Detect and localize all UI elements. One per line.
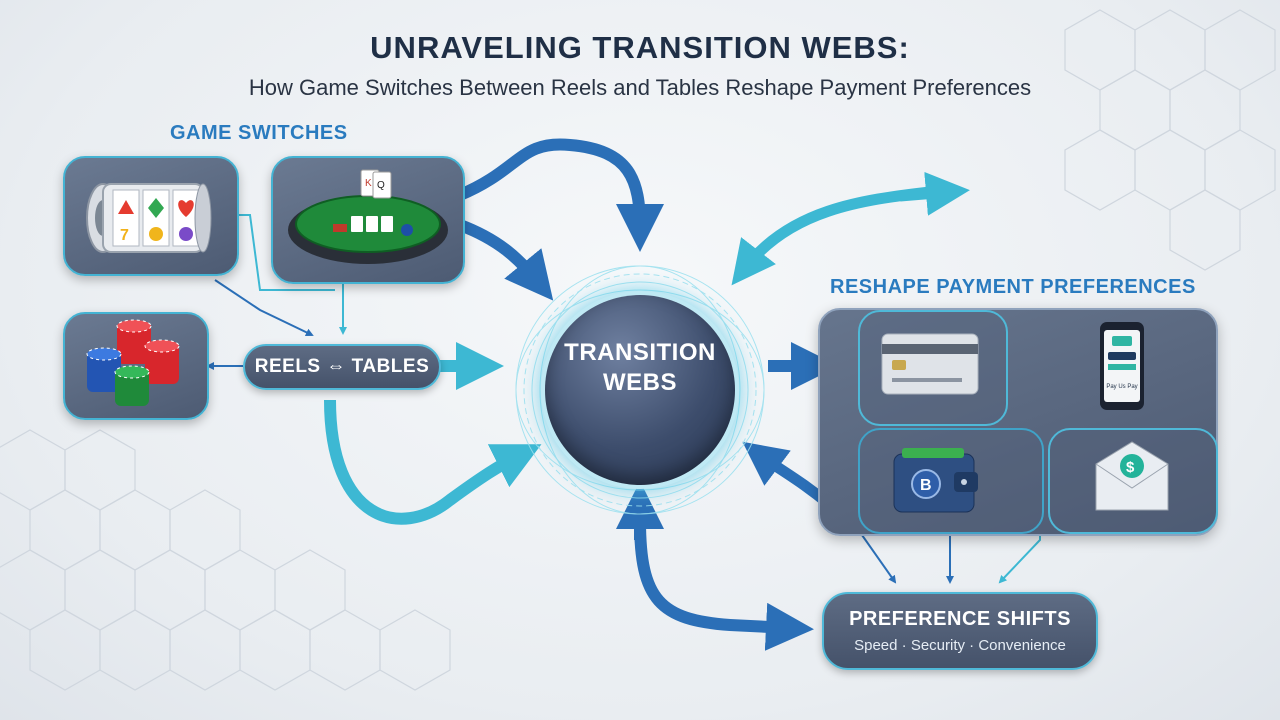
- envelope-payment-option: $: [1048, 428, 1218, 534]
- slot-machine-card: 7: [63, 156, 239, 276]
- page-title: UNRAVELING TRANSITION WEBS:: [370, 30, 910, 65]
- preference-shifts-subtitle: Speed · Security · Convenience: [854, 637, 1066, 654]
- transition-webs-label: TRANSITION WEBS: [545, 338, 735, 398]
- slot-machine-icon: 7: [86, 183, 212, 253]
- preference-shifts-node: PREFERENCE SHIFTS Speed · Security · Con…: [822, 592, 1098, 670]
- svg-text:$: $: [1126, 459, 1135, 476]
- mobile-pay-text: Pay Us Pay: [1106, 384, 1138, 390]
- mobile-pay-icon: [1100, 322, 1144, 410]
- preference-shifts-title: PREFERENCE SHIFTS: [849, 608, 1071, 630]
- chips-card: [63, 312, 209, 420]
- poker-table-icon: K Q: [288, 169, 448, 264]
- center-line-2: WEBS: [603, 369, 677, 396]
- svg-text:B: B: [920, 477, 932, 494]
- bitcoin-wallet-icon: B: [893, 448, 978, 513]
- svg-text:Q: Q: [377, 180, 385, 191]
- crypto-wallet-option: B: [858, 428, 1044, 534]
- page-subtitle: How Game Switches Between Reels and Tabl…: [248, 75, 1032, 100]
- mobile-pay-option: Pay Us Pay: [1098, 320, 1146, 412]
- money-envelope-icon: $: [1095, 441, 1169, 511]
- web-halo-icon: [515, 265, 765, 515]
- transition-webs-node: [545, 295, 735, 485]
- poker-table-card: K Q: [271, 156, 465, 284]
- thin-line-slot-to-reels: [214, 279, 314, 337]
- arrow-reels-loop: [324, 399, 542, 525]
- reshape-payment-label: RESHAPE PAYMENT PREFERENCES: [830, 276, 1196, 298]
- reels-tables-label: REELS ⇔ TABLES: [254, 356, 430, 377]
- arrow-bottom-loop: [634, 519, 814, 651]
- reels-tables-node: REELS ⇔ TABLES: [243, 344, 441, 390]
- credit-card-option: [858, 310, 1008, 426]
- game-switches-label: GAME SWITCHES: [170, 122, 348, 144]
- thin-line-slot-to-reels-b: [238, 214, 335, 291]
- svg-text:K: K: [365, 178, 372, 189]
- svg-text:7: 7: [120, 227, 129, 244]
- casino-chips-icon: [86, 319, 180, 406]
- center-line-1: TRANSITION: [564, 339, 716, 366]
- arrow-poker-to-center-top: [457, 138, 664, 252]
- arrow-poker-to-center: [457, 219, 554, 301]
- arrow-top-right-out: [899, 171, 970, 216]
- credit-card-icon: [881, 333, 979, 395]
